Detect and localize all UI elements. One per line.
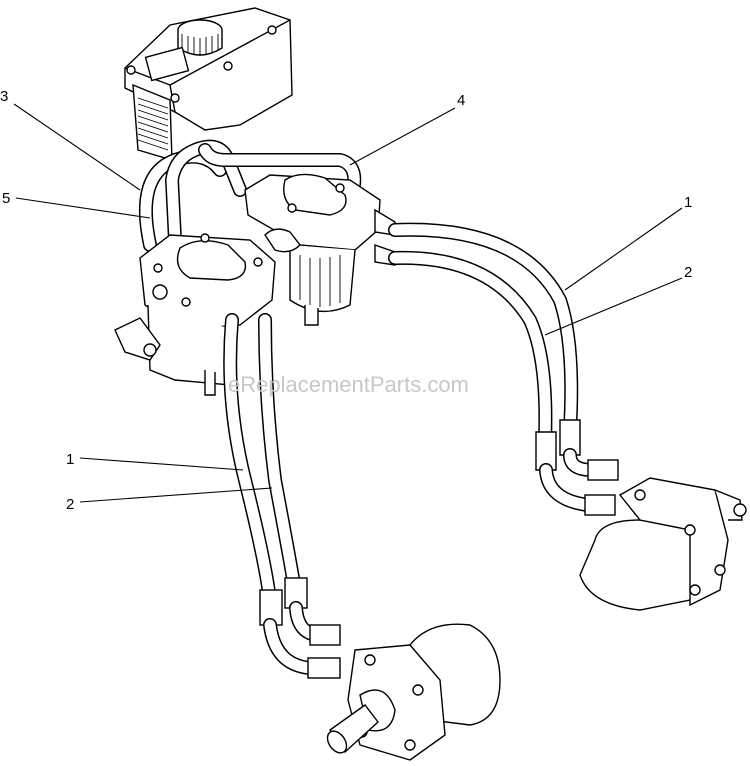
callout-labels: 3 5 4 1 2 1 2 <box>0 88 692 513</box>
upper-hoses <box>138 139 362 252</box>
callout-1-right: 1 <box>684 194 692 211</box>
leader-lines <box>13 103 683 503</box>
right-motor-hoses <box>388 222 619 516</box>
watermark-text: eReplacementParts.com <box>228 372 469 397</box>
left-pump <box>114 233 276 396</box>
callout-2-left: 2 <box>66 496 74 513</box>
left-wheel-motor <box>326 623 501 761</box>
callout-1-left: 1 <box>66 451 74 468</box>
callout-5-left: 5 <box>2 190 10 207</box>
callout-3-top: 3 <box>0 88 8 105</box>
callout-4-top: 4 <box>457 92 465 109</box>
hydraulic-reservoir <box>124 7 293 161</box>
callout-2-right: 2 <box>684 264 692 281</box>
left-motor-hoses <box>223 313 341 679</box>
right-pump <box>244 173 396 326</box>
right-wheel-motor <box>579 477 747 611</box>
